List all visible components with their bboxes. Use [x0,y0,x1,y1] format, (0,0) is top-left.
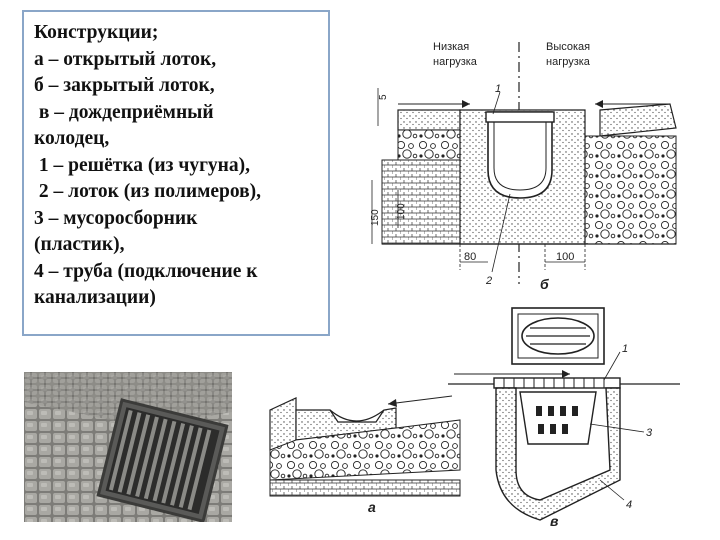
grate-photo [24,372,232,522]
label-low-load-1: Низкая [433,41,469,53]
dim-5: 5 [378,94,389,100]
caption-line-1: 1 – решётка (из чугуна), [34,154,251,176]
caption-line-title: Конструкции; [34,22,159,43]
caption-line-v-cont: колодец, [34,128,110,149]
caption-line-3: 3 – мусоросборник [34,207,198,229]
caption-line-4-cont: канализации) [34,287,156,308]
callout-1-b: 1 [495,83,501,95]
caption-line-3-cont: (пластик), [34,234,125,255]
letter-a: а [368,499,376,515]
caption-line-b: б – закрытый лоток, [34,75,215,96]
label-high-load-1: Высокая [546,41,590,53]
dim-150: 150 [370,209,381,226]
dim-100-vertical: 100 [396,203,407,220]
caption-line-v: в – дождеприёмный [34,101,214,123]
diagram-v-inlet: 1 3 4 в [448,307,680,529]
caption-line-4: 4 – труба (подключение к [34,260,258,282]
callout-2-b: 2 [485,275,492,287]
letter-v: в [550,513,559,529]
dim-100-horizontal: 100 [556,251,574,263]
label-low-load-2: нагрузка [433,56,478,68]
letter-b: б [540,276,549,292]
diagram-a-open-channel: а [269,395,461,515]
diagram-b-closed-channel: Низкая нагрузка Высокая нагрузка 5 150 1… [370,41,677,292]
caption-box: Конструкции; а – открытый лоток, б – зак… [22,10,330,336]
callout-3-v: 3 [646,427,653,439]
grate-photo-drawing [24,372,232,522]
callout-4-v: 4 [626,499,632,511]
caption-line-2: 2 – лоток (из полимеров), [34,181,262,202]
cast-iron-grate [96,398,229,522]
callout-1-v: 1 [622,343,628,355]
label-high-load-2: нагрузка [546,56,591,68]
dim-80: 80 [464,251,476,263]
caption-line-a: а – открытый лоток, [34,48,217,70]
